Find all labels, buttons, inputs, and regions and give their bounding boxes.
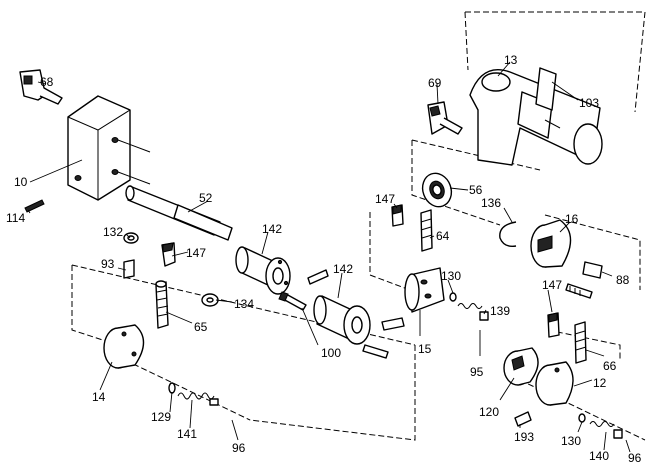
part-screw-142 (307, 269, 329, 285)
arm-boundary-left (464, 11, 469, 71)
label-93: 93 (101, 257, 115, 271)
part-15-block (404, 267, 445, 313)
label-52: 52 (199, 191, 213, 205)
part-12-cap (535, 361, 574, 406)
part-65-threaded-pin (155, 280, 169, 329)
label-132: 132 (103, 225, 123, 239)
part-142-bushing-lower (313, 295, 371, 345)
part-140-spring (589, 421, 623, 439)
label-130-lower: 130 (561, 434, 581, 448)
label-13: 13 (504, 53, 518, 67)
left-cap-boundary-right (249, 345, 416, 441)
housing-boundary (544, 214, 641, 290)
label-14: 14 (92, 390, 106, 404)
part-120-cap (503, 347, 539, 386)
part-64-pin (420, 209, 433, 252)
part-147-pin-upper (391, 204, 404, 227)
label-147-left: 147 (186, 246, 206, 260)
label-10: 10 (14, 175, 28, 189)
label-136: 136 (481, 196, 501, 210)
part-147-pin-right (547, 312, 560, 338)
part-69-bracket (427, 101, 463, 135)
label-142-lower: 142 (333, 262, 353, 276)
part-68-bracket (19, 69, 63, 105)
label-142-top: 142 (262, 222, 282, 236)
part-130-pin-lower (578, 413, 586, 423)
label-147-upper: 147 (375, 192, 395, 206)
label-140: 140 (589, 449, 609, 463)
part-66-pin (574, 321, 587, 364)
label-103: 103 (579, 96, 599, 110)
label-64: 64 (436, 229, 450, 243)
seal-boundary (411, 140, 501, 226)
part-93-set-screw (123, 259, 135, 279)
label-65: 65 (194, 320, 208, 334)
label-130-mid: 130 (441, 269, 461, 283)
spring-axis-left (124, 359, 251, 421)
label-88: 88 (616, 273, 630, 287)
part-141-spring (177, 392, 219, 406)
part-10-block (67, 95, 151, 201)
label-15: 15 (418, 342, 432, 356)
label-139: 139 (490, 304, 510, 318)
label-12: 12 (593, 376, 607, 390)
label-16: 16 (565, 212, 579, 226)
part-114-screw (24, 199, 45, 213)
label-147-right: 147 (542, 278, 562, 292)
leader-lines (27, 61, 631, 453)
part-142-bushing-top (235, 246, 291, 295)
part-16-housing (530, 219, 572, 268)
part-screw-lower-142 (362, 317, 405, 359)
label-129: 129 (151, 410, 171, 424)
label-56: 56 (469, 183, 483, 197)
part-130-pin-mid (449, 292, 457, 302)
label-95: 95 (470, 365, 484, 379)
part-139-spring (457, 303, 489, 321)
label-100: 100 (321, 346, 341, 360)
label-68: 68 (40, 75, 54, 89)
seal-boundary-top (411, 139, 541, 171)
pin-group-boundary (369, 212, 411, 291)
part-56-seal (421, 172, 453, 208)
part-193-screw (514, 411, 532, 427)
part-52-shaft (125, 185, 233, 241)
label-96-left: 96 (232, 441, 246, 455)
part-134-washer (201, 293, 219, 307)
label-134: 134 (234, 297, 254, 311)
right-pin-boundary (547, 329, 621, 360)
part-147-pin-left (161, 242, 176, 267)
label-120: 120 (479, 405, 499, 419)
part-136-clip (499, 221, 517, 248)
part-129-pin (168, 382, 176, 394)
label-96-right: 96 (628, 451, 642, 465)
arm-assembly-boundary (465, 11, 646, 113)
part-14-cap (103, 324, 145, 369)
part-100-screw-upper (278, 291, 307, 311)
part-88-bolt (565, 261, 603, 299)
label-114: 114 (6, 211, 25, 225)
part-number-labels: 68 10 114 52 132 147 142 142 134 100 65 … (6, 53, 642, 465)
part-13-arm (469, 67, 603, 166)
label-69: 69 (428, 76, 442, 90)
label-141: 141 (177, 427, 197, 441)
label-193: 193 (514, 430, 534, 444)
label-66: 66 (603, 359, 617, 373)
left-cap-boundary (71, 265, 119, 346)
